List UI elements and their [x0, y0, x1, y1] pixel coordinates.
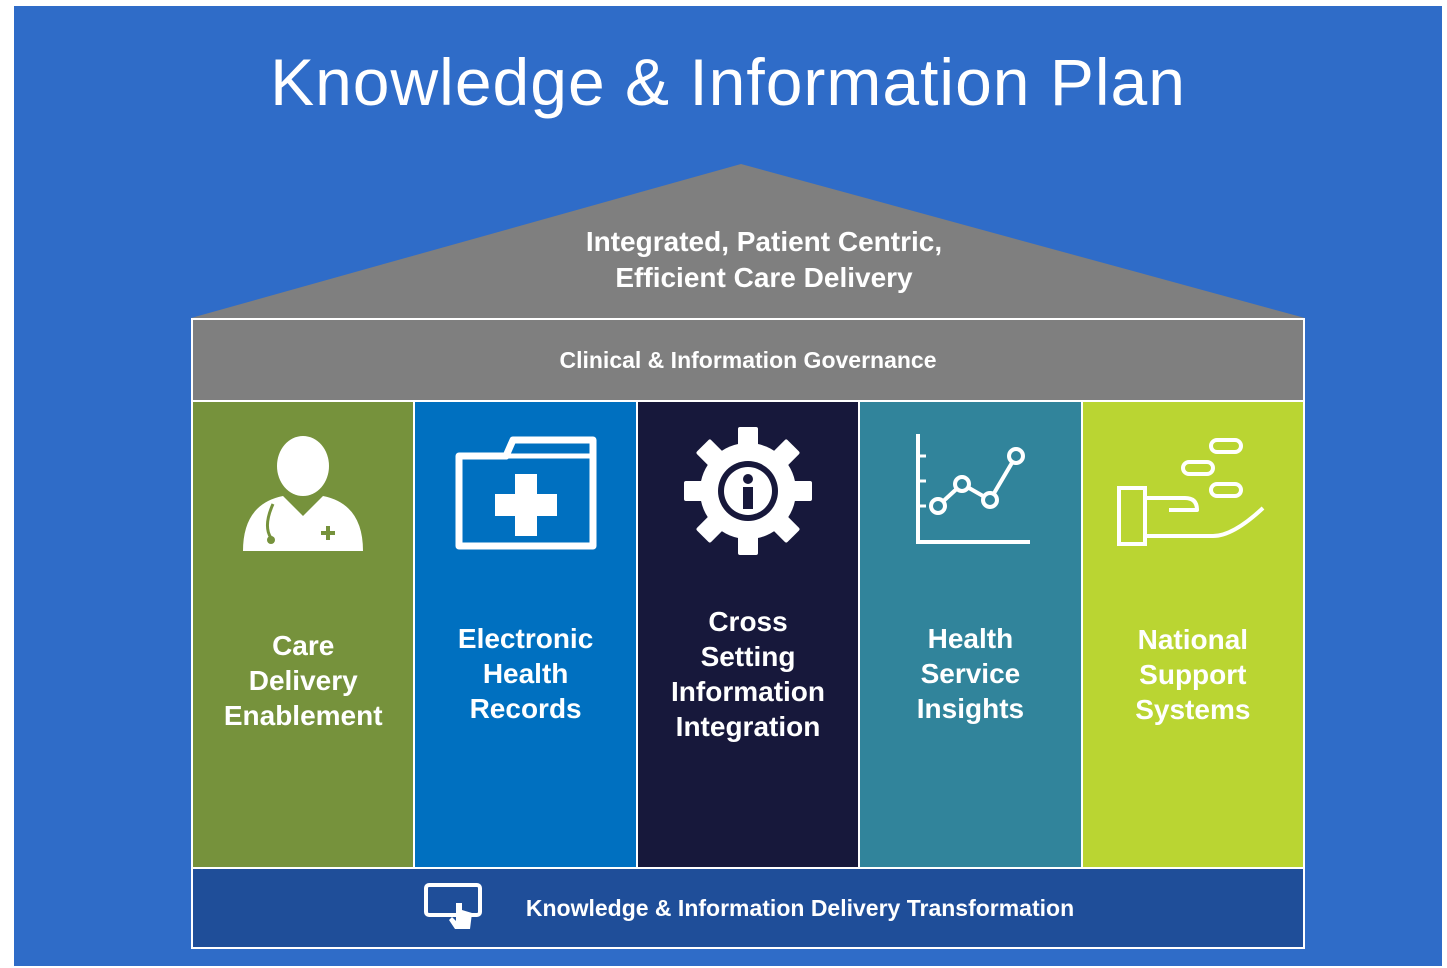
medical-folder-icon [415, 426, 635, 566]
house-structure: Clinical & Information Governance Car [191, 318, 1305, 949]
roof-triangle [191, 164, 1305, 318]
info-gear-icon [638, 426, 858, 566]
governance-band: Clinical & Information Governance [193, 320, 1303, 400]
roof-line-2: Efficient Care Delivery [615, 262, 913, 293]
diagram-slide: Knowledge & Information Plan Integrated,… [14, 6, 1442, 966]
roof-label: Integrated, Patient Centric, Efficient C… [484, 224, 1044, 296]
pillar-national-support-systems: National Support Systems [1082, 402, 1304, 867]
governance-label: Clinical & Information Governance [559, 346, 937, 373]
pillar-cross-setting-integration: Cross Setting Information Integration [637, 402, 859, 867]
pillar-label: National Support Systems [1135, 624, 1251, 725]
hand-coins-icon [1083, 426, 1303, 566]
roof-line-1: Integrated, Patient Centric, [585, 226, 943, 257]
page-title: Knowledge & Information Plan [270, 45, 1186, 119]
pillar-care-delivery: Care Delivery Enablement [193, 402, 414, 867]
pillars-row: Care Delivery Enablement Electronic [193, 402, 1304, 867]
line-chart-icon [860, 426, 1080, 566]
touchscreen-icon [422, 881, 486, 936]
pillar-label: Care Delivery Enablement [223, 630, 383, 731]
pillar-electronic-health-records: Electronic Health Records [415, 402, 636, 867]
pillar-health-service-insights: Health Service Insights [860, 402, 1081, 867]
foundation-band: Knowledge & Information Delivery Transfo… [193, 869, 1303, 947]
pillar-label: Health Service Insights [916, 623, 1025, 724]
pillar-label: Electronic Health Records [457, 623, 594, 724]
doctor-icon [193, 426, 413, 566]
foundation-label: Knowledge & Information Delivery Transfo… [525, 894, 1075, 921]
pillar-label: Cross Setting Information Integration [671, 606, 826, 742]
